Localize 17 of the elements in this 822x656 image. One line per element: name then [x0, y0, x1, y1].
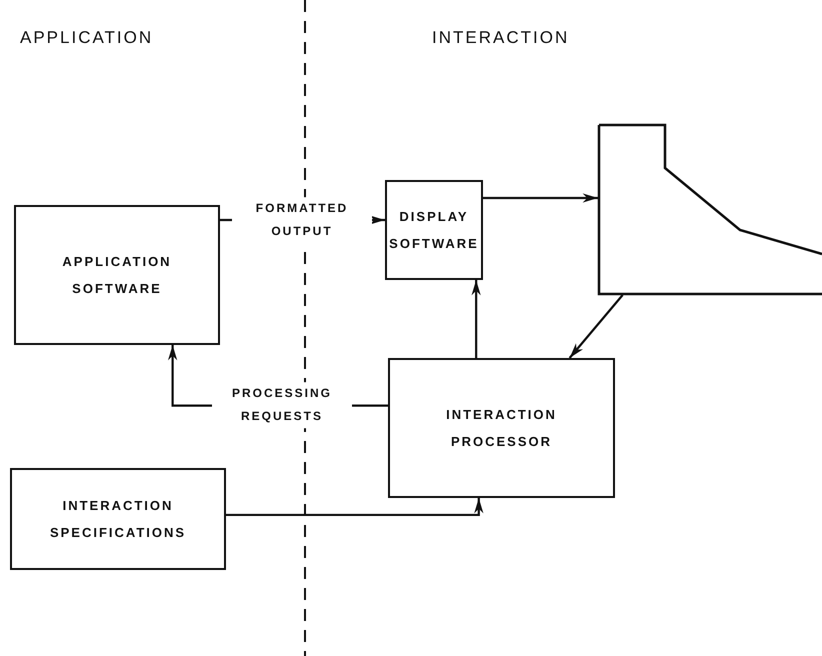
process-box — [385, 180, 483, 280]
edge-label: PROCESSING REQUESTS — [212, 382, 352, 428]
process-box — [14, 205, 220, 345]
edge-label: FORMATTED OUTPUT — [232, 197, 372, 243]
arrow — [568, 294, 624, 359]
section-heading: APPLICATION — [20, 28, 154, 48]
box-label: INTERACTION PROCESSOR — [445, 406, 558, 451]
arrow — [226, 498, 484, 516]
arrow — [472, 280, 481, 358]
box-label: APPLICATION SOFTWARE — [61, 252, 173, 298]
arrow — [483, 193, 598, 203]
box-label: DISPLAY SOFTWARE — [388, 208, 480, 253]
section-heading: INTERACTION — [432, 28, 570, 48]
process-box — [10, 468, 226, 570]
box-label: INTERACTION SPECIFICATIONS — [48, 496, 188, 542]
display-terminal-drawing — [598, 124, 822, 295]
process-box — [388, 358, 615, 498]
